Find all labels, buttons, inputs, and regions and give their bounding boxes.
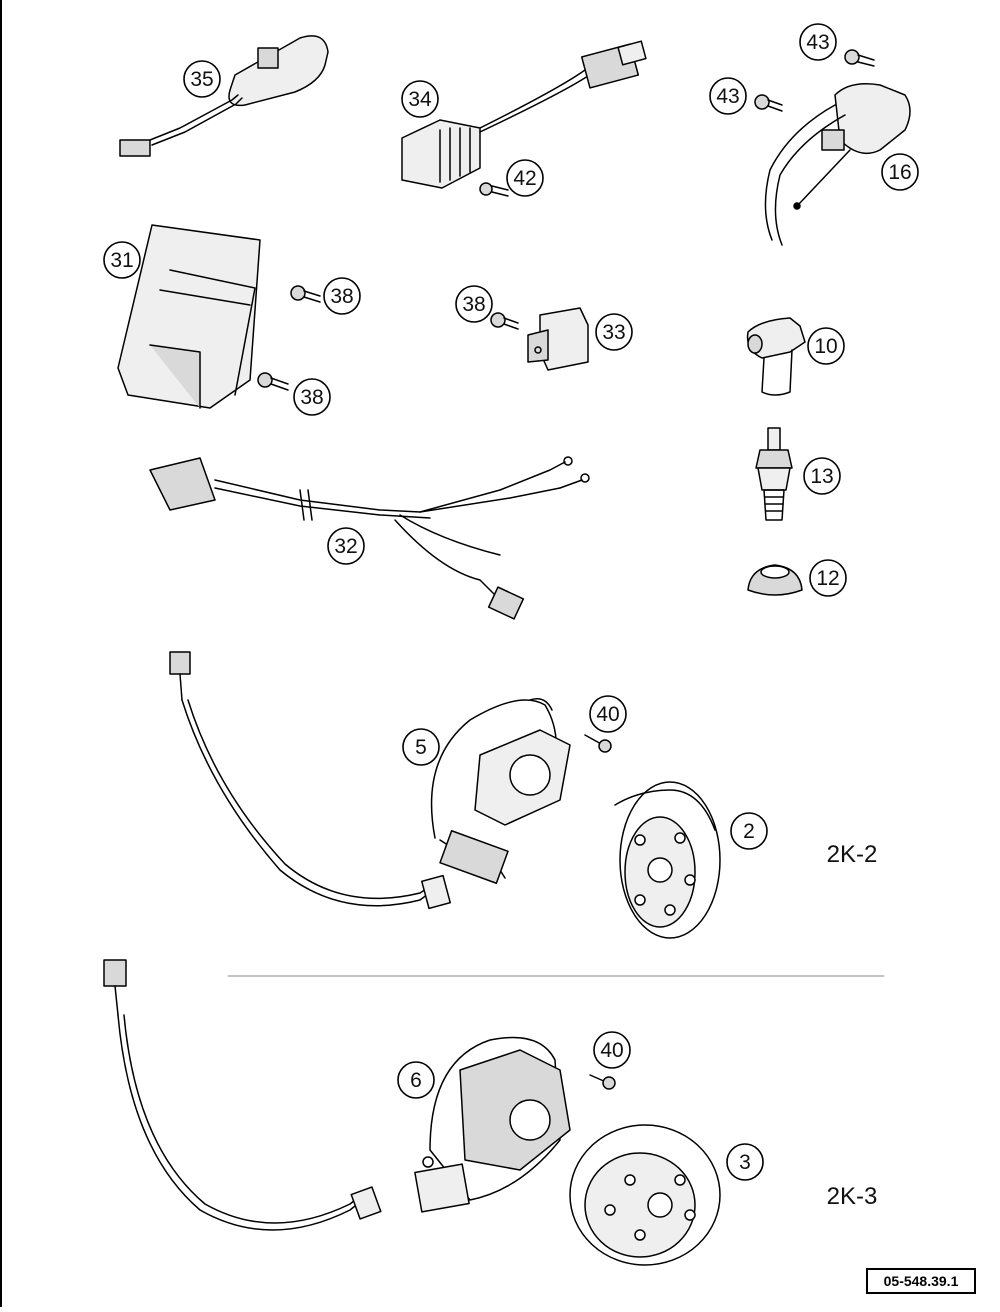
callout-circle — [183, 60, 221, 98]
callout-35: 35 — [183, 60, 221, 98]
callout-number: 40 — [600, 1039, 623, 1062]
callout-12: 12 — [809, 559, 847, 597]
callout-number: 3 — [739, 1151, 751, 1174]
variant-label-2k-2: 2K-2 — [827, 841, 878, 868]
callout-circle — [506, 159, 544, 197]
assembly-2k3 — [103, 959, 721, 1266]
callout-number: 40 — [596, 703, 619, 726]
callout-circle — [402, 728, 440, 766]
callout-40: 40 — [593, 1031, 631, 1069]
part-bolt-43a — [844, 49, 875, 67]
callout-38: 38 — [455, 285, 493, 323]
callout-circle — [293, 378, 331, 416]
callout-circle — [455, 285, 493, 323]
callout-number: 32 — [334, 535, 357, 558]
callout-number: 43 — [716, 85, 739, 108]
callout-32: 32 — [327, 527, 365, 565]
callout-circle — [401, 80, 439, 118]
part-rubber-cap — [747, 564, 803, 596]
callout-number: 43 — [806, 31, 829, 54]
callout-circle — [593, 1031, 631, 1069]
callout-13: 13 — [803, 457, 841, 495]
callout-circle — [103, 241, 141, 279]
callout-circle — [881, 153, 919, 191]
part-wiring-harness — [149, 456, 590, 620]
callout-40: 40 — [589, 695, 627, 733]
callout-number: 2 — [743, 820, 755, 843]
callout-number: 16 — [888, 161, 911, 184]
callout-number: 42 — [513, 167, 536, 190]
callout-3: 3 — [726, 1143, 764, 1181]
callout-33: 33 — [595, 313, 633, 351]
part-spark-plug — [755, 427, 793, 521]
part-bolt-38c — [490, 312, 519, 330]
callout-number: 33 — [602, 321, 625, 344]
part-cdi-unit — [117, 224, 261, 409]
callout-circle — [807, 327, 845, 365]
callout-circle — [730, 812, 768, 850]
callout-circle — [589, 695, 627, 733]
variant-labels: 2K-2 2K-3 — [827, 841, 878, 1210]
callout-38: 38 — [323, 277, 361, 315]
callout-10: 10 — [807, 327, 845, 365]
callout-number: 10 — [814, 335, 837, 358]
callout-43: 43 — [709, 77, 747, 115]
callout-number: 38 — [330, 285, 353, 308]
callout-circle — [323, 277, 361, 315]
callout-16: 16 — [881, 153, 919, 191]
assembly-2k2 — [169, 651, 721, 939]
callout-circle — [799, 23, 837, 61]
callout-number: 6 — [410, 1069, 422, 1092]
callout-circle — [397, 1061, 435, 1099]
part-spark-plug-cap — [746, 317, 806, 396]
part-bolt-42 — [479, 182, 509, 197]
part-bolt-38a — [290, 285, 321, 303]
part-bolt-38b — [257, 372, 289, 391]
part-bolt-43b — [754, 94, 783, 112]
callout-42: 42 — [506, 159, 544, 197]
callout-circle — [726, 1143, 764, 1181]
callout-number: 38 — [462, 293, 485, 316]
part-ignition-coil — [764, 83, 911, 246]
callout-circle — [809, 559, 847, 597]
callout-number: 34 — [408, 88, 432, 111]
callout-number: 31 — [110, 249, 133, 272]
callout-5: 5 — [402, 728, 440, 766]
callout-34: 34 — [401, 80, 439, 118]
callout-2: 2 — [730, 812, 768, 850]
callout-number: 12 — [816, 567, 839, 590]
callout-43: 43 — [799, 23, 837, 61]
left-border — [0, 0, 2, 1307]
callout-6: 6 — [397, 1061, 435, 1099]
callout-number: 38 — [300, 386, 323, 409]
callout-number: 35 — [190, 68, 213, 91]
callout-circle — [709, 77, 747, 115]
callout-group: 35 34 43 43 42 16 31 38 38 38 33 10 13 32 12 40 5 2 40 6 3 — [103, 23, 919, 1181]
callout-number: 5 — [415, 736, 427, 759]
callout-circle — [595, 313, 633, 351]
callout-31: 31 — [103, 241, 141, 279]
callout-number: 13 — [810, 465, 833, 488]
part-capacitor — [119, 35, 329, 157]
callout-circle — [327, 527, 365, 565]
callout-circle — [803, 457, 841, 495]
callout-38: 38 — [293, 378, 331, 416]
drawing-reference-number: 05-548.39.1 — [866, 1268, 976, 1294]
part-bracket — [527, 307, 589, 371]
part-regulator — [401, 40, 647, 189]
variant-label-2k-3: 2K-3 — [827, 1183, 878, 1210]
